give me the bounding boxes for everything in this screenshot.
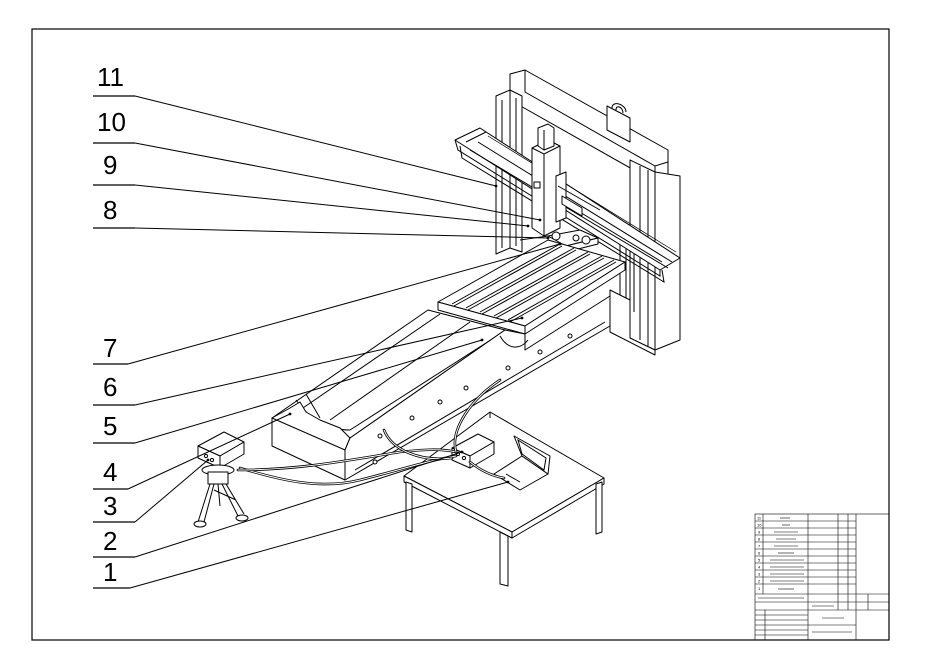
callout-8-leader: [134, 227, 549, 239]
title-area: [755, 594, 889, 640]
parts-row-2-number: 2: [758, 579, 761, 584]
parts-row-9-number: 9: [758, 530, 761, 535]
callout-5-leader: [134, 339, 483, 444]
parts-row-4-number: 4: [758, 565, 761, 570]
callout-7-leader: [127, 243, 561, 365]
callout-3-leader: [134, 459, 209, 523]
work-table: [437, 239, 626, 335]
callout-leaders: [93, 95, 562, 589]
parts-list: 11 10 9 8 7 6 5 4 3 2 1: [755, 514, 889, 595]
callout-1-leader: [129, 481, 509, 589]
machine-bed: [271, 295, 611, 481]
callout-11-number: 11: [97, 62, 124, 92]
parts-row-3-number: 3: [758, 572, 761, 577]
callout-7-number: 7: [103, 333, 117, 363]
gantry-machine: [271, 69, 681, 481]
callout-6-leader: [134, 317, 523, 406]
callout-11-leader: [134, 95, 497, 187]
callout-6-number: 6: [103, 372, 117, 402]
title-block: 11 10 9 8 7 6 5 4 3 2 1: [754, 513, 890, 641]
callout-10-number: 10: [97, 107, 126, 137]
parts-row-10-number: 10: [757, 523, 762, 528]
callout-9-leader: [134, 184, 529, 227]
callout-8-number: 8: [103, 195, 117, 225]
callout-4-number: 4: [103, 457, 117, 487]
callout-3-number: 3: [103, 491, 117, 521]
callout-1-number: 1: [103, 557, 117, 587]
tripod-laser: [193, 431, 249, 528]
sheet-border: [31, 28, 890, 641]
spindle-head: [531, 123, 601, 237]
callout-2-number: 2: [103, 526, 117, 556]
callout-4-leader: [127, 413, 291, 490]
computer-desk: [403, 411, 605, 587]
parts-row-1-number: 1: [758, 586, 761, 591]
cables: [236, 378, 506, 486]
callout-9-number: 9: [103, 150, 117, 180]
parts-row-11-number: 11: [757, 516, 762, 521]
parts-row-5-number: 5: [758, 558, 761, 563]
callout-2-leader: [134, 451, 463, 558]
callout-10-leader: [134, 142, 541, 221]
callout-numbers: 11 10 9 8 7 6 5 4 3 2 1: [97, 62, 126, 587]
callout-5-number: 5: [103, 411, 117, 441]
parts-row-6-number: 6: [758, 551, 761, 556]
parts-row-8-number: 8: [758, 537, 761, 542]
parts-row-7-number: 7: [758, 544, 761, 549]
